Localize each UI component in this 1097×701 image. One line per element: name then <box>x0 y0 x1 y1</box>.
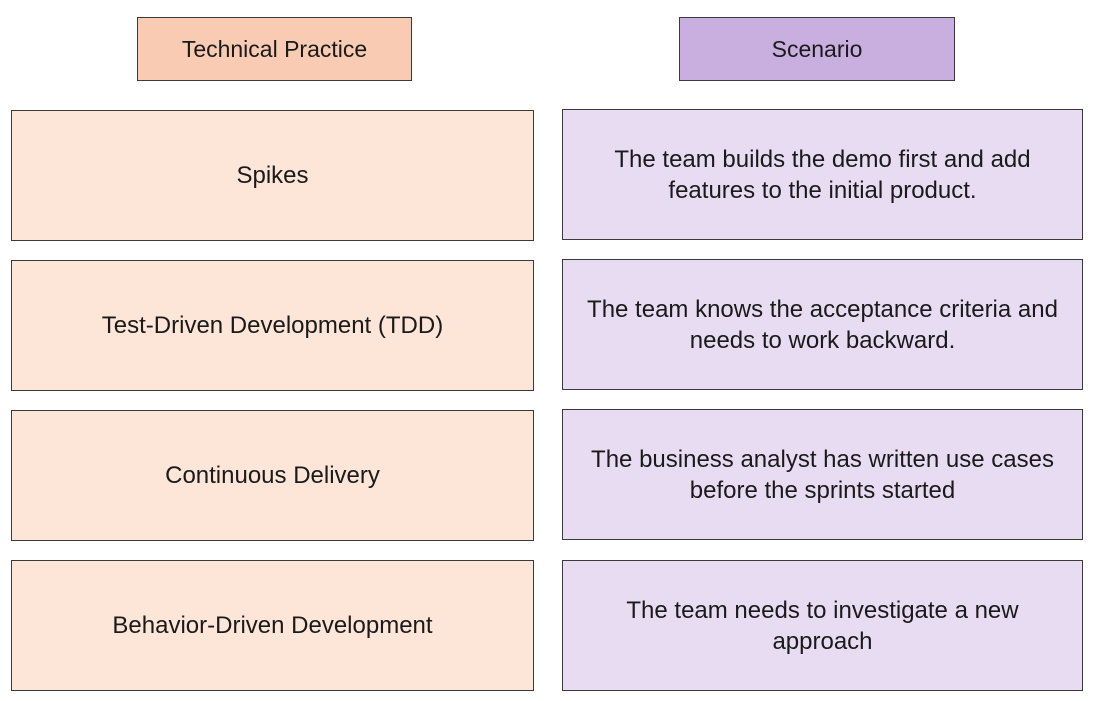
scenario-text-2: The team knows the acceptance criteria a… <box>587 295 1058 354</box>
practice-box-spikes[interactable]: Spikes <box>11 110 534 241</box>
scenario-text-1: The team builds the demo first and add f… <box>614 145 1031 204</box>
technical-practice-header: Technical Practice <box>137 17 412 81</box>
practice-box-bdd[interactable]: Behavior-Driven Development <box>11 560 534 691</box>
scenario-box-3[interactable]: The business analyst has written use cas… <box>562 409 1083 540</box>
scenario-text-4: The team needs to investigate a new appr… <box>626 596 1019 655</box>
scenario-text-3: The business analyst has written use cas… <box>591 445 1054 504</box>
scenario-header: Scenario <box>679 17 955 81</box>
practice-box-continuous-delivery[interactable]: Continuous Delivery <box>11 410 534 541</box>
scenario-box-4[interactable]: The team needs to investigate a new appr… <box>562 560 1083 691</box>
scenario-box-1[interactable]: The team builds the demo first and add f… <box>562 109 1083 240</box>
practice-box-tdd[interactable]: Test-Driven Development (TDD) <box>11 260 534 391</box>
scenario-box-2[interactable]: The team knows the acceptance criteria a… <box>562 259 1083 390</box>
